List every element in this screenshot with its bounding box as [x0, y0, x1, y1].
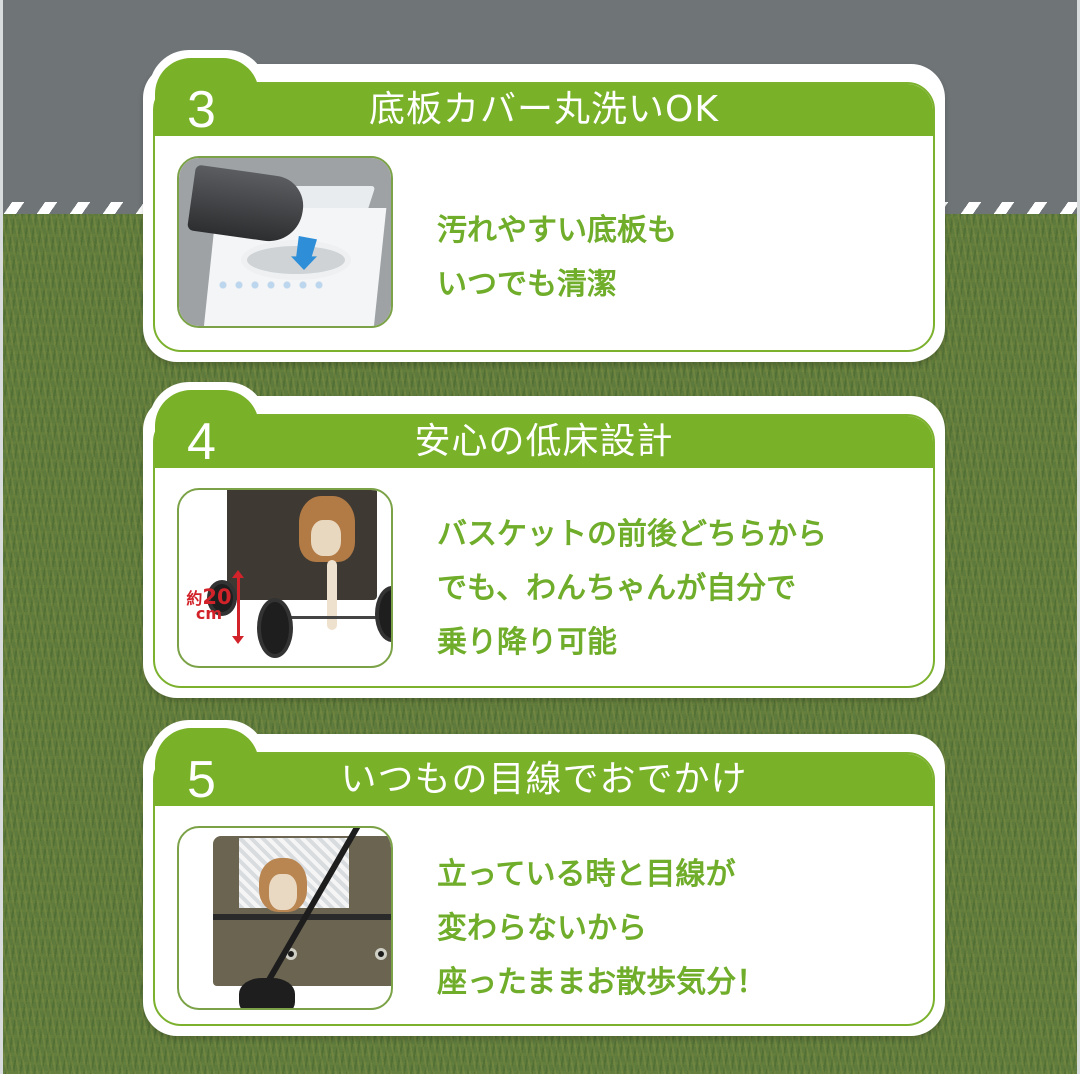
- feature-description: 立っている時と目線が 変わらないから 座ったままお散歩気分！: [437, 857, 767, 1000]
- card-frame: 底板カバー丸洗いOK 汚れやすい底板も いつでも清潔: [153, 82, 935, 352]
- number-tab: [155, 58, 259, 110]
- card-header: 安心の低床設計: [155, 416, 933, 468]
- feature-title: いつもの目線でおでかけ: [340, 759, 748, 800]
- wheel: [375, 586, 391, 642]
- feature-card-5: いつもの目線でおでかけ 立っている時と目線が 変わらないから 座ったままお散歩気…: [143, 720, 945, 1036]
- feature-number: 3: [187, 81, 216, 139]
- feature-title: 底板カバー丸洗いOK: [369, 89, 719, 130]
- wheel: [207, 580, 237, 616]
- wheel: [239, 978, 295, 1008]
- card-header: 底板カバー丸洗いOK: [155, 84, 933, 136]
- card-frame: いつもの目線でおでかけ 立っている時と目線が 変わらないから 座ったままお散歩気…: [153, 752, 935, 1026]
- wheel: [257, 598, 293, 658]
- card-frame: 安心の低床設計 約20 cm バスケットの前後どちらから でも、わんちゃんが自分…: [153, 414, 935, 688]
- washing-machine-illustration: [177, 156, 393, 328]
- card-header: いつもの目線でおでかけ: [155, 754, 933, 806]
- feature-description: バスケットの前後どちらから でも、わんちゃんが自分で 乗り降り可能: [437, 517, 827, 660]
- feature-number: 5: [187, 751, 216, 809]
- feature-number: 4: [187, 413, 216, 471]
- dog-exiting-stroller-photo: 約20 cm: [177, 488, 393, 668]
- feature-title: 安心の低床設計: [414, 421, 674, 462]
- height-arrow-icon: [232, 570, 244, 644]
- dog-in-stroller-basket-photo: [177, 826, 393, 1010]
- height-label: 約20 cm: [186, 585, 232, 623]
- feature-card-4: 安心の低床設計 約20 cm バスケットの前後どちらから でも、わんちゃんが自分…: [143, 382, 945, 698]
- feature-description: 汚れやすい底板も いつでも清潔: [437, 213, 677, 302]
- washer-buttons: [215, 280, 325, 290]
- number-tab: [155, 728, 259, 780]
- number-tab: [155, 390, 259, 442]
- frame-edge-left: [0, 0, 3, 1074]
- feature-card-3: 底板カバー丸洗いOK 汚れやすい底板も いつでも清潔 3: [143, 50, 945, 362]
- frame-edge-right: [1077, 0, 1080, 1074]
